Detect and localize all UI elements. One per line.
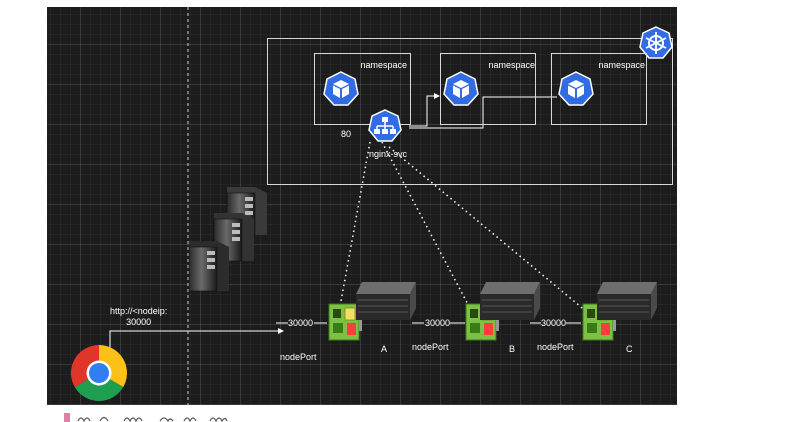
namespace-box-3: namespace [551, 53, 647, 125]
browser-to-node-a-line [109, 328, 284, 352]
node-c-name: C [626, 344, 633, 354]
pod-cube-icon [558, 71, 594, 112]
service-port-label: 80 [341, 129, 352, 139]
svc-to-node-a-line [338, 141, 371, 313]
pod-cube-icon [323, 71, 359, 112]
namespace-box-1: namespace [314, 53, 411, 125]
namespace-label: namespace [598, 60, 645, 70]
svc-to-pod-b-line [409, 93, 440, 127]
service-icon [368, 109, 402, 148]
chrome-browser-icon [69, 343, 129, 405]
namespace-label: namespace [488, 60, 535, 70]
node-c-porttype-label: nodePort [537, 342, 574, 352]
network-card-icon [327, 303, 363, 348]
node-a-name: A [381, 344, 388, 354]
service-name-label: nginx-svc [369, 149, 408, 159]
node-b-port-label: 30000 [425, 318, 451, 328]
svc-to-node-b-line [381, 141, 473, 313]
node-c-port-label: 30000 [541, 318, 567, 328]
client-url-label: http://<nodeip: 30000 [110, 306, 168, 327]
node-b-porttype-label: nodePort [412, 342, 449, 352]
server-chassis-icon [478, 280, 542, 329]
cropped-caption-marks [64, 413, 228, 422]
server-chassis-icon [354, 280, 418, 329]
node-a-port-label: 30000 [288, 318, 314, 328]
kubernetes-logo-icon [638, 25, 674, 61]
node-a-porttype-label: nodePort [280, 352, 317, 362]
diagram-canvas: namespace namespace namespace [47, 7, 677, 405]
pod-cube-icon [443, 71, 479, 112]
server-chassis-icon [595, 280, 659, 329]
namespace-label: namespace [360, 60, 407, 70]
server-rack-icon [187, 185, 271, 300]
namespace-box-2: namespace [440, 53, 536, 125]
svc-to-pod-c-line [409, 96, 557, 129]
cluster-box [267, 38, 673, 185]
node-b-name: B [509, 344, 516, 354]
connector-lines [109, 7, 588, 405]
